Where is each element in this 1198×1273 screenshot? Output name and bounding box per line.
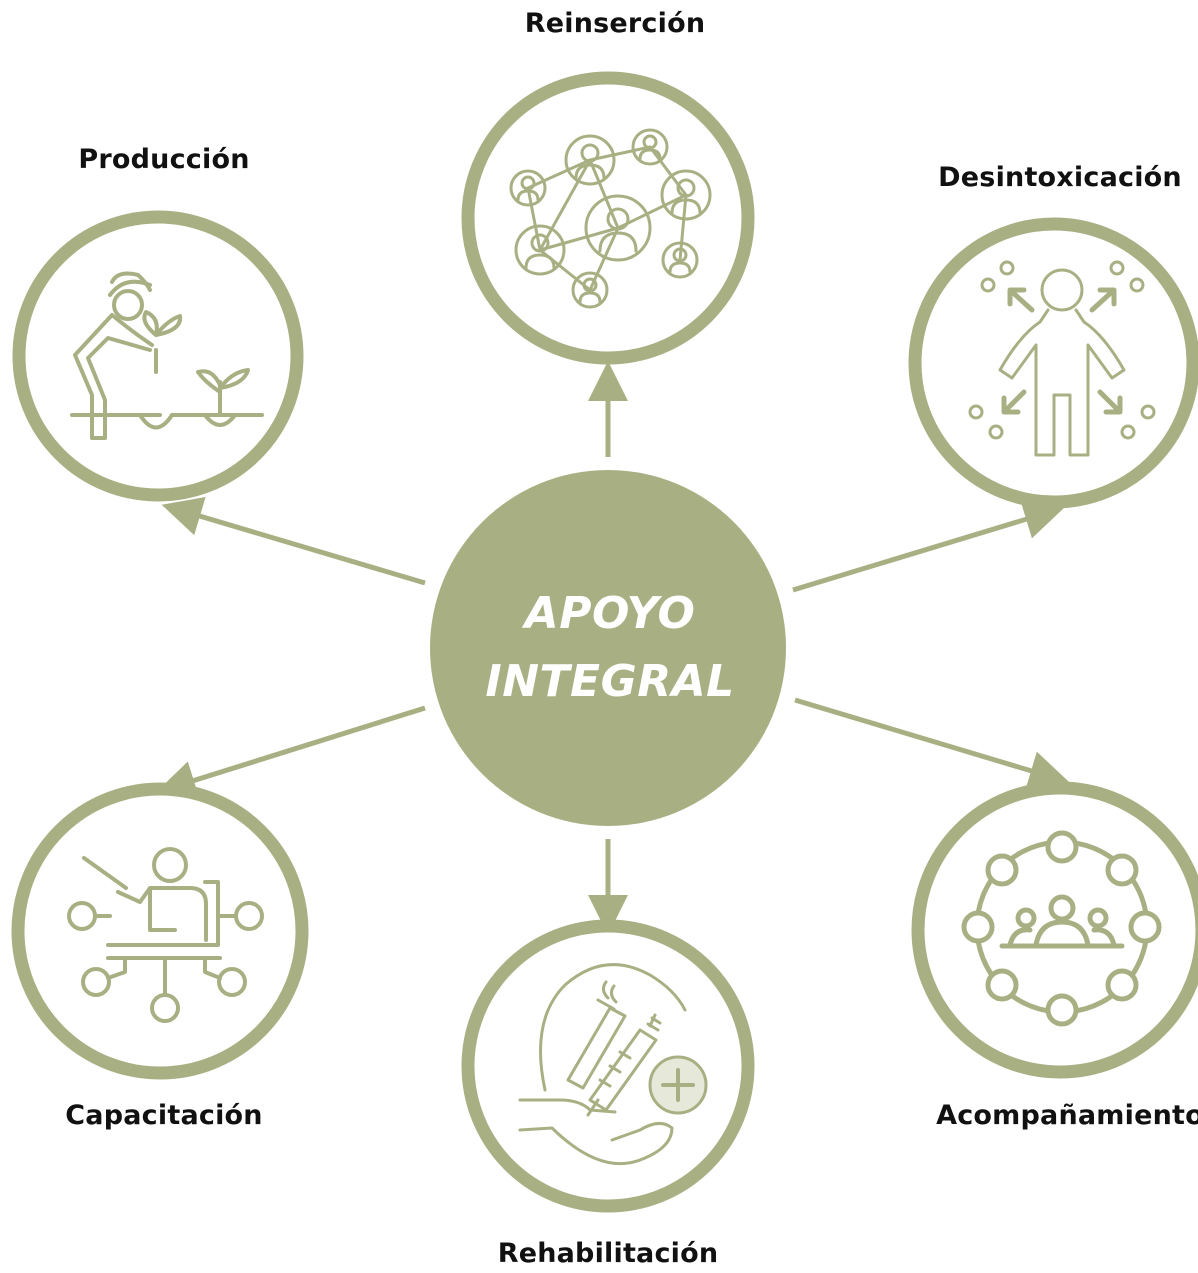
farmer-planting-icon — [70, 271, 264, 440]
hand-syringe-cigarette-icon — [518, 963, 708, 1166]
node-ring-rehabilitacion — [461, 919, 755, 1213]
label-capacitacion: Capacitación — [65, 1100, 263, 1131]
connector-acompanamiento — [794, 697, 1070, 790]
group-circle-icon — [961, 830, 1162, 1027]
connector-capacitacion — [155, 705, 426, 800]
center-title-line2: INTEGRAL — [485, 656, 735, 707]
person-detox-icon — [968, 260, 1156, 457]
people-network-icon — [509, 128, 712, 309]
label-rehabilitacion: Rehabilitación — [497, 1238, 719, 1269]
label-reinsercion: Reinserción — [524, 8, 706, 39]
label-produccion: Producción — [78, 144, 250, 175]
label-desintoxicacion: Desintoxicación — [938, 162, 1182, 193]
label-acompanamiento: Acompañamiento — [936, 1100, 1198, 1131]
connector-desintoxicacion — [792, 500, 1065, 593]
trainer-network-icon — [67, 847, 264, 1023]
node-ring-desintoxicacion — [908, 217, 1198, 509]
center-title-line1: APOYO — [524, 588, 696, 639]
connector-produccion — [161, 496, 426, 586]
